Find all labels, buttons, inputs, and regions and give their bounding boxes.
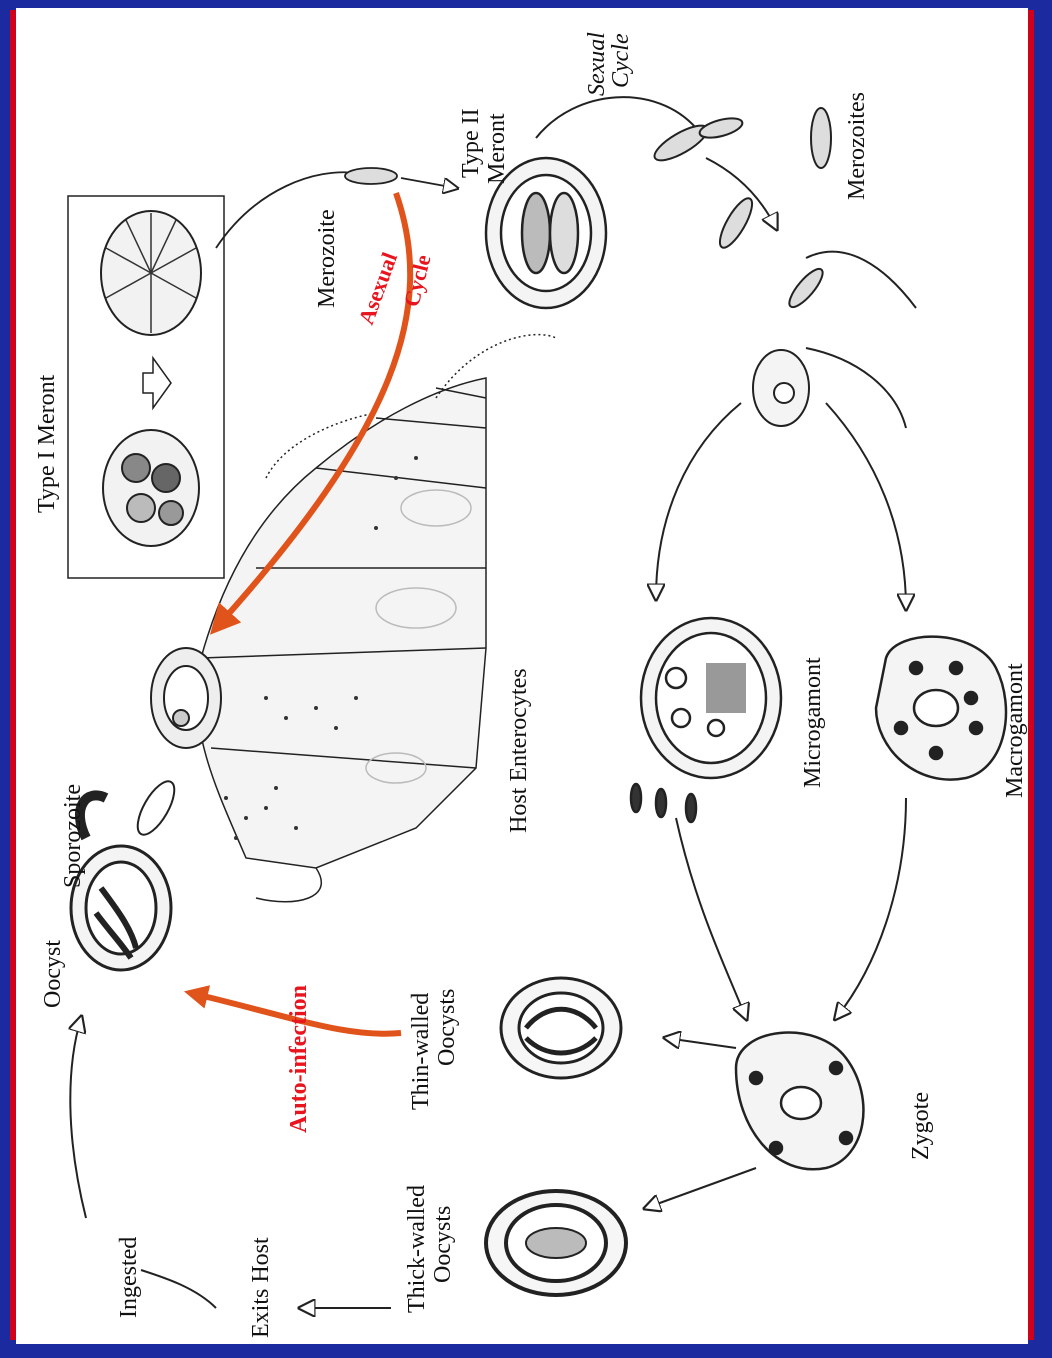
label-ingested: Ingested	[116, 1237, 142, 1318]
label-thick-walled-line2: Oocysts	[430, 1206, 456, 1283]
thin-walled-oocyst-illustration	[501, 978, 621, 1078]
host-enterocytes-illustration	[197, 335, 556, 902]
thick-walled-oocyst-illustration	[486, 1191, 626, 1295]
label-asexual: Asexual	[353, 249, 402, 328]
zygote-illustration	[736, 1033, 863, 1170]
label-host-enterocytes: Host Enterocytes	[506, 668, 532, 833]
label-merozoite: Merozoite	[314, 209, 340, 308]
label-type-i-meront: Type I Meront	[34, 374, 60, 513]
label-thick-walled-line1: Thick-walled	[404, 1185, 430, 1313]
life-cycle-diagram: Type I Meront Merozoite Type II Meront S…	[16, 8, 1028, 1344]
diagram-canvas: Type I Meront Merozoite Type II Meront S…	[16, 8, 1028, 1344]
label-thin-walled-line2: Oocysts	[434, 989, 460, 1066]
label-exits-host: Exits Host	[248, 1237, 274, 1338]
label-microgamont: Microgamont	[800, 657, 826, 788]
label-asexual-cycle: Cycle	[399, 252, 436, 309]
label-zygote: Zygote	[908, 1092, 934, 1160]
label-macrogamont: Macrogamont	[1002, 663, 1028, 798]
label-sporozoite: Sporozoite	[60, 784, 86, 888]
macrogamont-illustration	[876, 637, 1006, 780]
type-i-meront-box	[68, 196, 224, 578]
label-type-ii-meront-line1: Type II	[458, 108, 484, 178]
label-sexual-cycle-line1: Sexual	[584, 32, 610, 96]
label-thin-walled-line1: Thin-walled	[408, 993, 434, 1110]
gamont-to-zygote-arrows	[676, 798, 906, 1018]
microgamont-illustration	[631, 618, 781, 822]
label-type-ii-meront-line2: Meront	[484, 113, 510, 184]
sexual-branch-cell	[656, 348, 906, 608]
label-sexual-cycle-line2: Cycle	[608, 33, 634, 88]
label-auto-infection: Auto-infection	[286, 985, 312, 1133]
label-merozoites: Merozoites	[844, 92, 870, 200]
label-oocyst: Oocyst	[40, 940, 66, 1008]
